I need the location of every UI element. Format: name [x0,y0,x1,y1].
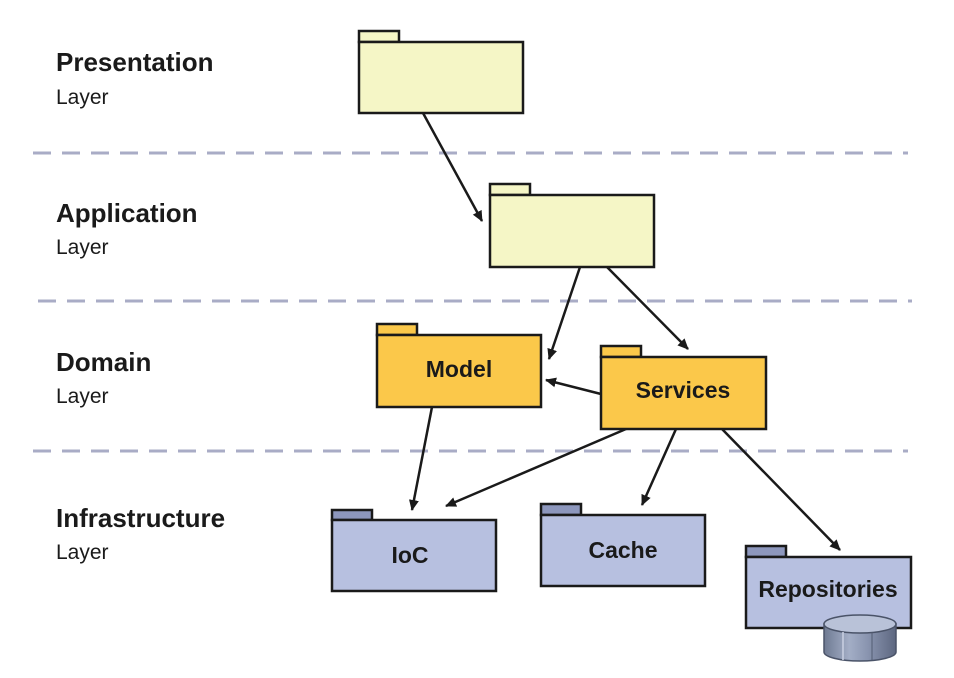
arrow-model-to-ioc [408,406,434,511]
layer-label-presentation: Presentation Layer [56,47,214,109]
layer-subtitle: Layer [56,385,109,408]
arrow-services-to-repositories [721,428,841,551]
package-cache: Cache [539,502,707,588]
package-body [488,193,656,269]
package-application [488,182,656,269]
package-label: IoC [391,542,428,568]
package-tab [375,322,419,337]
arrow-services-to-model [545,377,602,396]
package-body [539,513,707,588]
package-tab [599,344,643,359]
layer-title: Infrastructure [56,503,225,533]
layer-title: Presentation [56,47,214,77]
package-tab [744,544,788,559]
package-tab [539,502,583,517]
package-label: Services [636,377,731,403]
package-body [357,40,525,115]
package-services: Services [599,344,768,431]
package-body [330,518,498,593]
arrow-application-to-services [606,266,689,350]
layer-label-infrastructure: Infrastructure Layer [56,503,225,564]
package-tab [357,29,401,44]
layer-label-application: Application Layer [56,198,198,259]
package-label: Model [426,356,492,382]
package-body [375,333,543,409]
database-icon [823,614,897,662]
package-tab [488,182,532,197]
layer-subtitle: Layer [56,86,109,109]
package-label: Repositories [758,576,897,602]
layer-subtitle: Layer [56,541,109,564]
package-repositories: Repositories [744,544,913,630]
layer-subtitle: Layer [56,236,109,259]
arrow-services-to-ioc [445,427,627,508]
package-tab [330,508,374,522]
arrow-application-to-model [547,266,582,360]
layer-title: Domain [56,347,151,377]
layer-label-domain: Domain Layer [56,347,151,408]
arrow-presentation-to-application [421,112,484,222]
arrow-services-to-cache [640,428,678,506]
package-label: Cache [588,537,657,563]
layer-title: Application [56,198,198,228]
package-ioc: IoC [330,508,498,593]
package-body [599,355,768,431]
package-model: Model [375,322,543,409]
package-presentation [357,29,525,115]
